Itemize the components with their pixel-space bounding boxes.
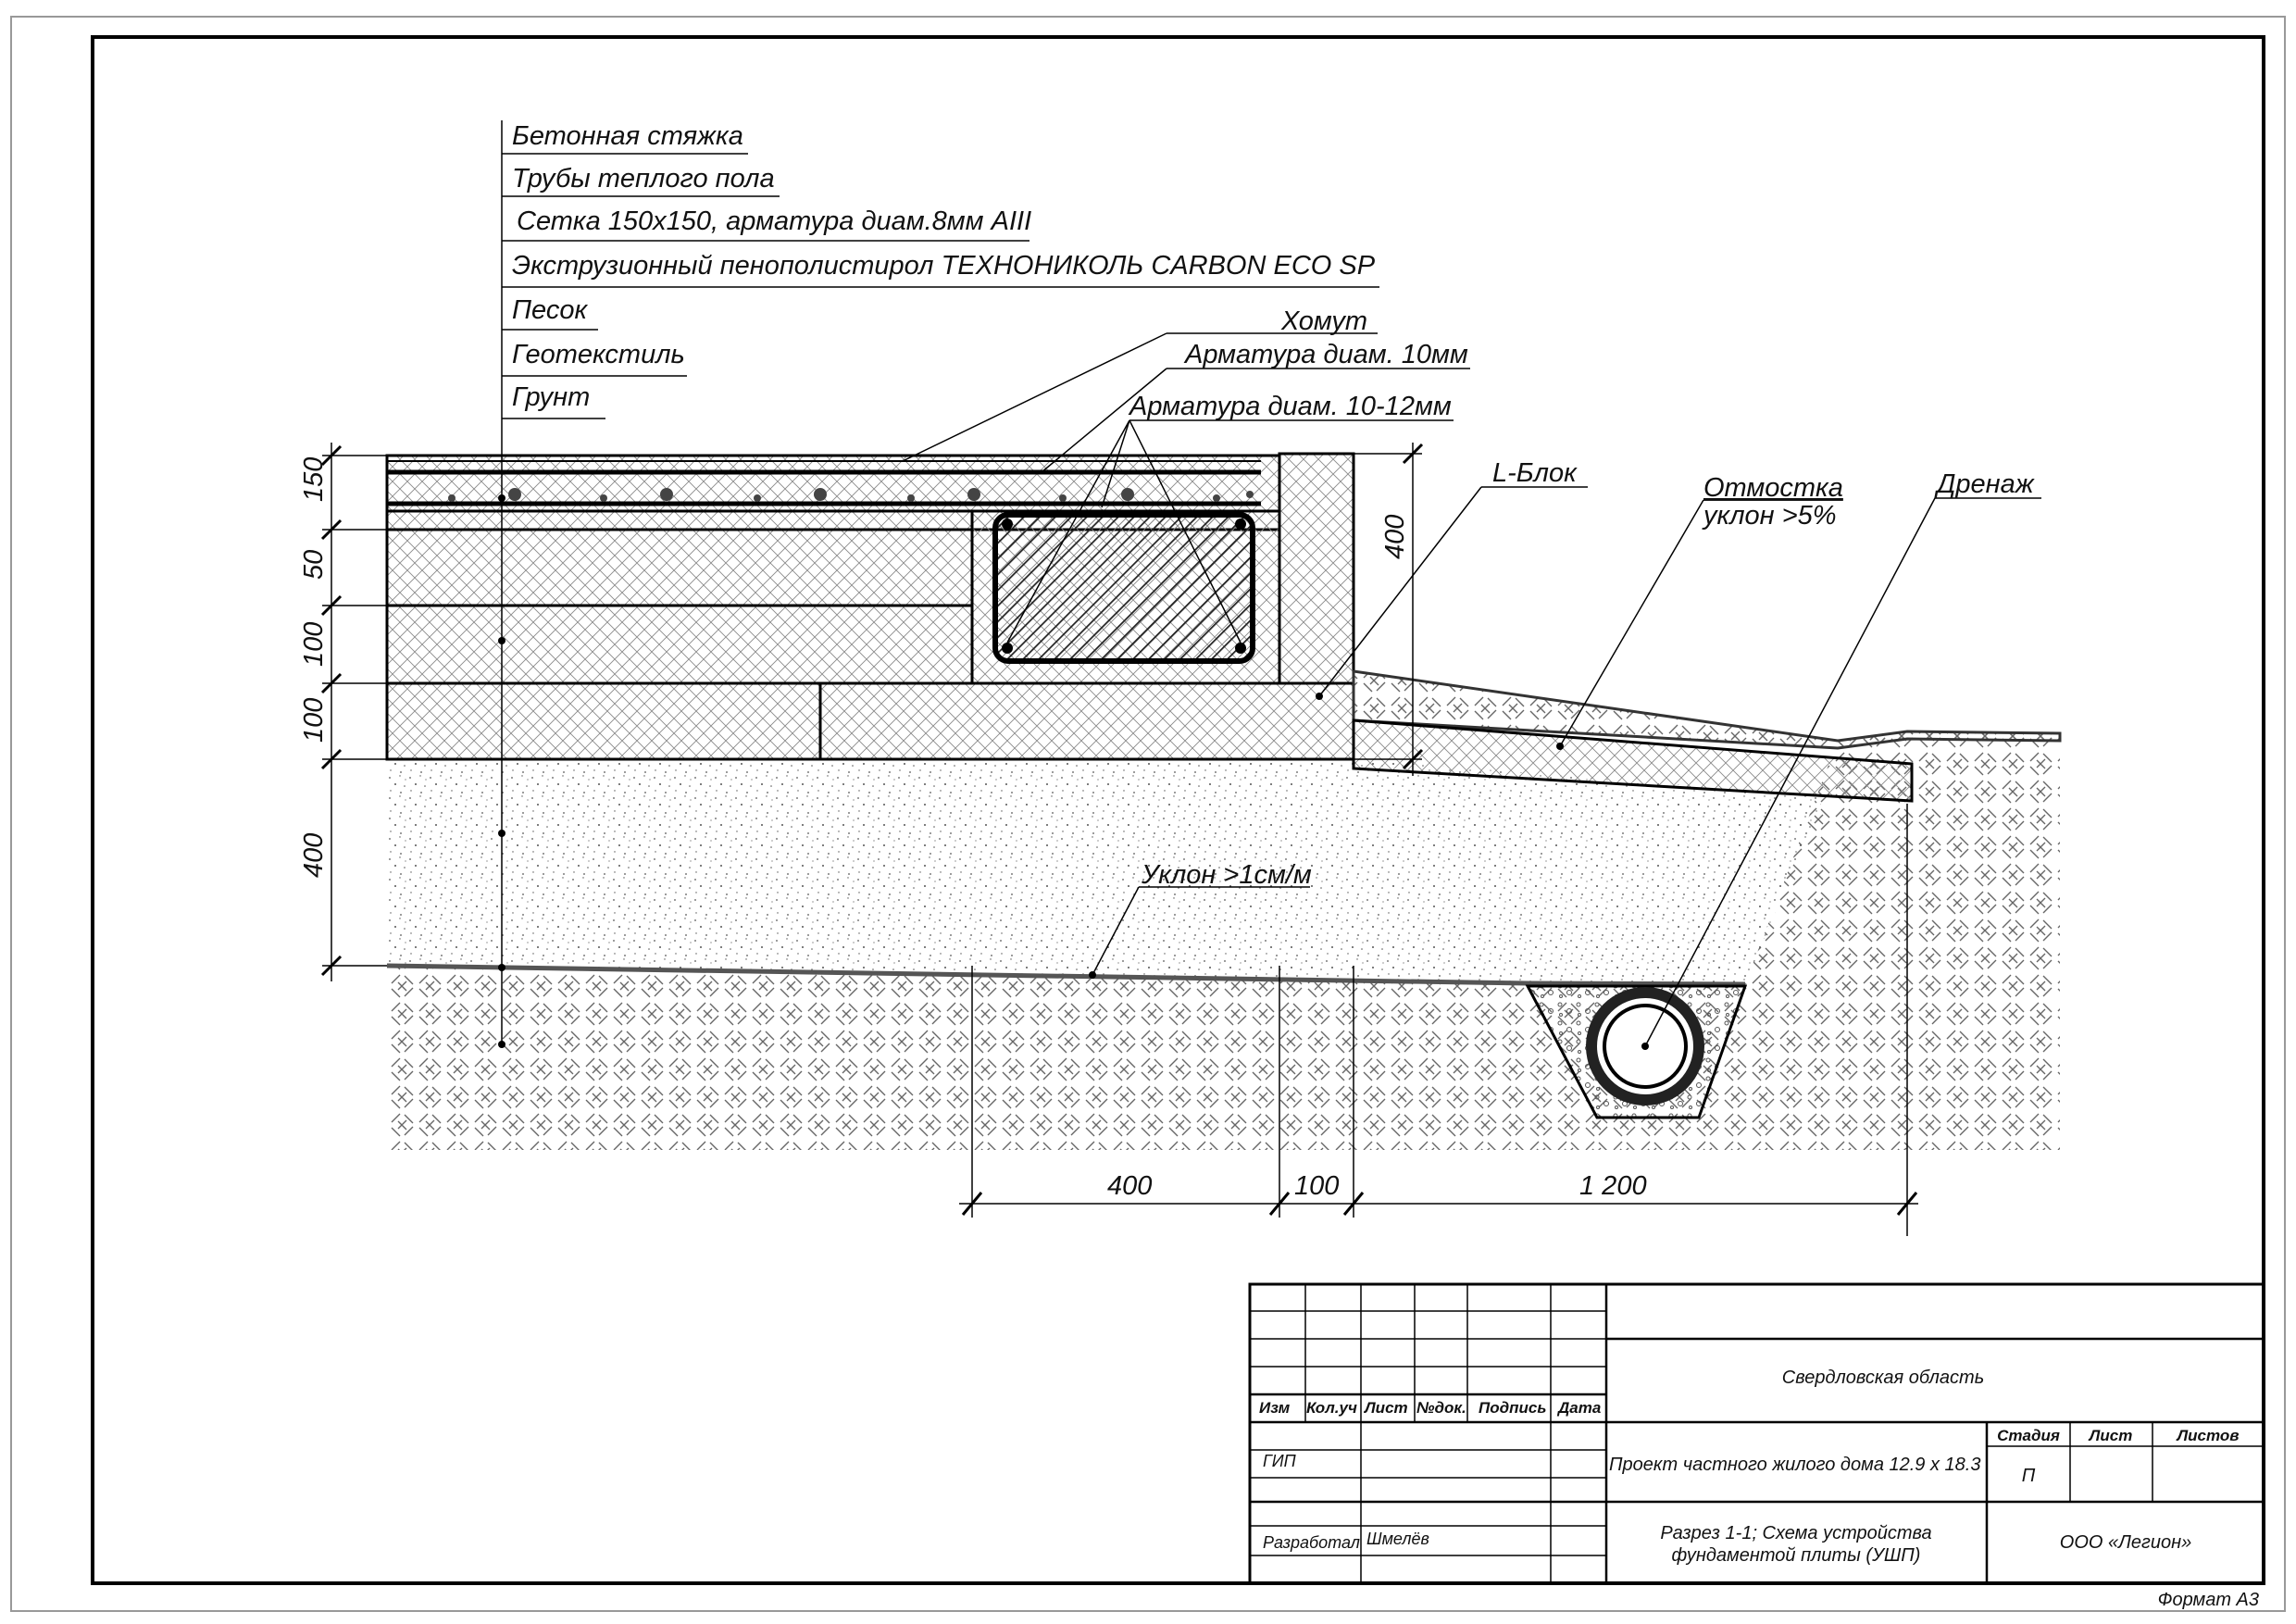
layer-label-4: Экструзионный пенополистирол ТЕХНОНИКОЛЬ… [512, 251, 1376, 281]
dim-1200-bottom: 1 200 [1579, 1171, 1647, 1201]
dim-50: 50 [299, 550, 329, 580]
rebar-10-label: Арматура диам. 10мм [1183, 340, 1468, 369]
dim-100a: 100 [299, 622, 329, 667]
col-ndok: №док. [1416, 1399, 1466, 1417]
drawing-title-line-1: Разрез 1-1; Схема устройства [1660, 1523, 1931, 1543]
col-podpis: Подпись [1479, 1399, 1546, 1417]
sheet-header: Лист [2088, 1427, 2133, 1444]
blind-area-slab [1352, 718, 1914, 803]
blind-area-label: Отмостка [1703, 473, 1843, 503]
region-text: Свердловская область [1782, 1368, 1984, 1388]
drainage-leader [1644, 497, 1936, 1047]
dim-400-right: 400 [1380, 515, 1410, 559]
layer-label-6: Геотекстиль [512, 340, 685, 369]
col-kol: Кол.уч [1306, 1399, 1357, 1417]
layer-leader-dots [498, 494, 505, 1048]
eps-layer-mid [385, 604, 974, 685]
layer-label-7: Грунт [512, 382, 590, 412]
beam-core [992, 512, 1255, 664]
l-block-label: L-Блок [1492, 458, 1578, 488]
layer-label-1: Бетонная стяжка [512, 121, 743, 151]
clamp-label: Хомут [1280, 306, 1367, 336]
layer-callouts: Бетонная стяжка Трубы теплого пола Сетка… [502, 121, 1379, 419]
right-dimension [1354, 443, 1424, 776]
dim-400-left: 400 [299, 833, 329, 878]
left-dimension-chain [320, 443, 387, 981]
sheet-format: Формат А3 [2158, 1590, 2259, 1610]
dim-150: 150 [299, 457, 329, 502]
drainage-label: Дренаж [1934, 469, 2035, 499]
developer-name: Шмелёв [1366, 1530, 1429, 1548]
eps-layer-lower-left [385, 681, 822, 761]
beam-rebars [1002, 518, 1246, 654]
layer-label-3: Сетка 150х150, арматура диам.8мм AIII [517, 206, 1031, 236]
blind-area-top [1352, 669, 2062, 750]
sand-bed [387, 759, 1824, 984]
rebar-10-12-label: Арматура диам. 10-12мм [1128, 392, 1452, 421]
sheet-outer-border [10, 16, 2286, 1612]
dim-100b: 100 [299, 698, 329, 743]
stage-value: П [2022, 1466, 2036, 1486]
blind-area-leader [1559, 499, 1704, 747]
sheets-header: Листов [2175, 1427, 2239, 1444]
l-block-leader [1318, 486, 1482, 697]
geotextile-line [386, 963, 1746, 987]
project-text: Проект частного жилого дома 12.9 х 18.3 [1609, 1455, 1980, 1475]
dim-400-bottom: 400 [1107, 1171, 1152, 1201]
col-izm: Изм [1259, 1399, 1291, 1417]
rebar-dots [448, 488, 1254, 502]
col-list: Лист [1363, 1399, 1408, 1417]
layer-label-5: Песок [512, 295, 588, 325]
blind-area-slope-label: уклон >5% [1702, 501, 1837, 531]
col-data: Дата [1556, 1399, 1601, 1417]
stage-header: Стадия [1997, 1427, 2060, 1444]
dim-100-bottom: 100 [1294, 1171, 1339, 1201]
layer-label-2: Трубы теплого пола [512, 164, 775, 194]
l-block-wall [1278, 452, 1355, 685]
developer-label: Разработал [1263, 1533, 1360, 1552]
bottom-dimension-chain [959, 804, 1918, 1236]
rebar-callouts [902, 332, 1470, 643]
eps-layer-lower-right [818, 681, 1355, 761]
sheet-frame [91, 35, 2265, 1585]
slope-label: Уклон >1см/м [1141, 860, 1312, 890]
title-block [1248, 1282, 2265, 1585]
gip-label: ГИП [1263, 1452, 1297, 1470]
company-name: ООО «Легион» [2060, 1532, 2191, 1553]
eps-layer-upper [385, 528, 974, 607]
drawing-title-line-2: фундаментой плиты (УШП) [1672, 1545, 1921, 1566]
slope-leader [1092, 886, 1140, 976]
